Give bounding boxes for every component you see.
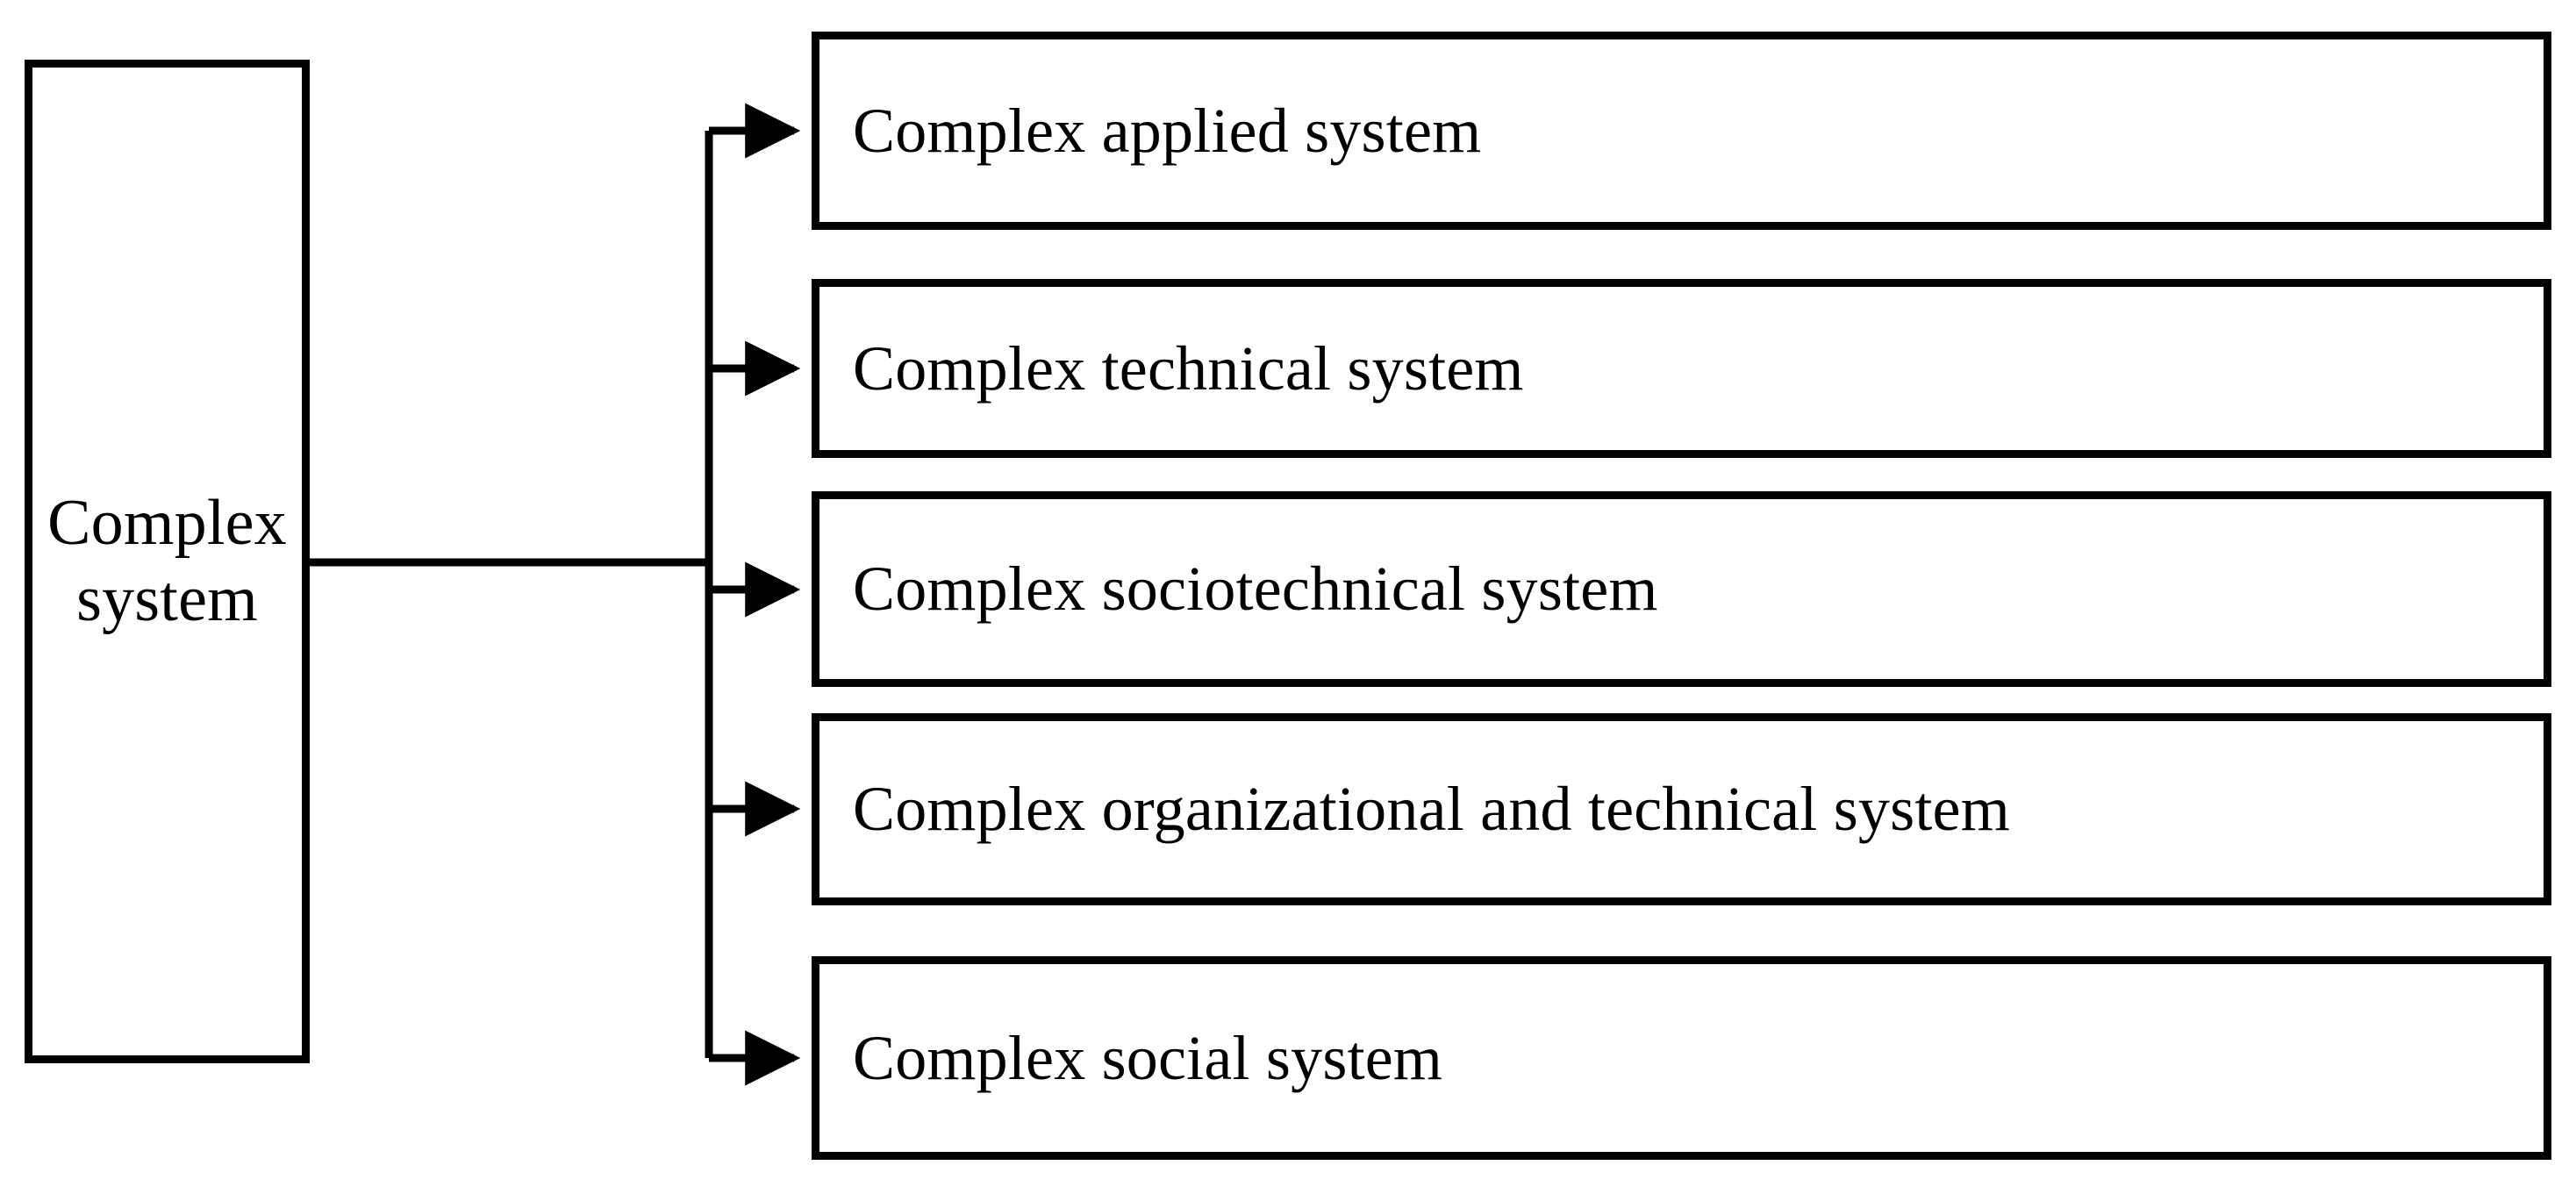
leaf-node-label: Complex applied system: [853, 95, 1482, 166]
leaf-node-label: Complex social system: [853, 1022, 1443, 1093]
leaf-node-label: Complex sociotechnical system: [853, 554, 1658, 625]
leaf-node-complex-social-system[interactable]: Complex social system: [812, 956, 2551, 1160]
root-node-complex-system[interactable]: Complex system: [25, 60, 310, 1063]
leaf-node-complex-applied-system[interactable]: Complex applied system: [812, 32, 2551, 230]
leaf-node-label: Complex technical system: [853, 332, 1524, 404]
root-node-label: Complex system: [47, 486, 287, 635]
leaf-node-label: Complex organizational and technical sys…: [853, 774, 2010, 845]
leaf-node-complex-organizational-and-technical-system[interactable]: Complex organizational and technical sys…: [812, 713, 2551, 905]
leaf-node-complex-technical-system[interactable]: Complex technical system: [812, 279, 2551, 458]
leaf-node-complex-sociotechnical-system[interactable]: Complex sociotechnical system: [812, 491, 2551, 687]
